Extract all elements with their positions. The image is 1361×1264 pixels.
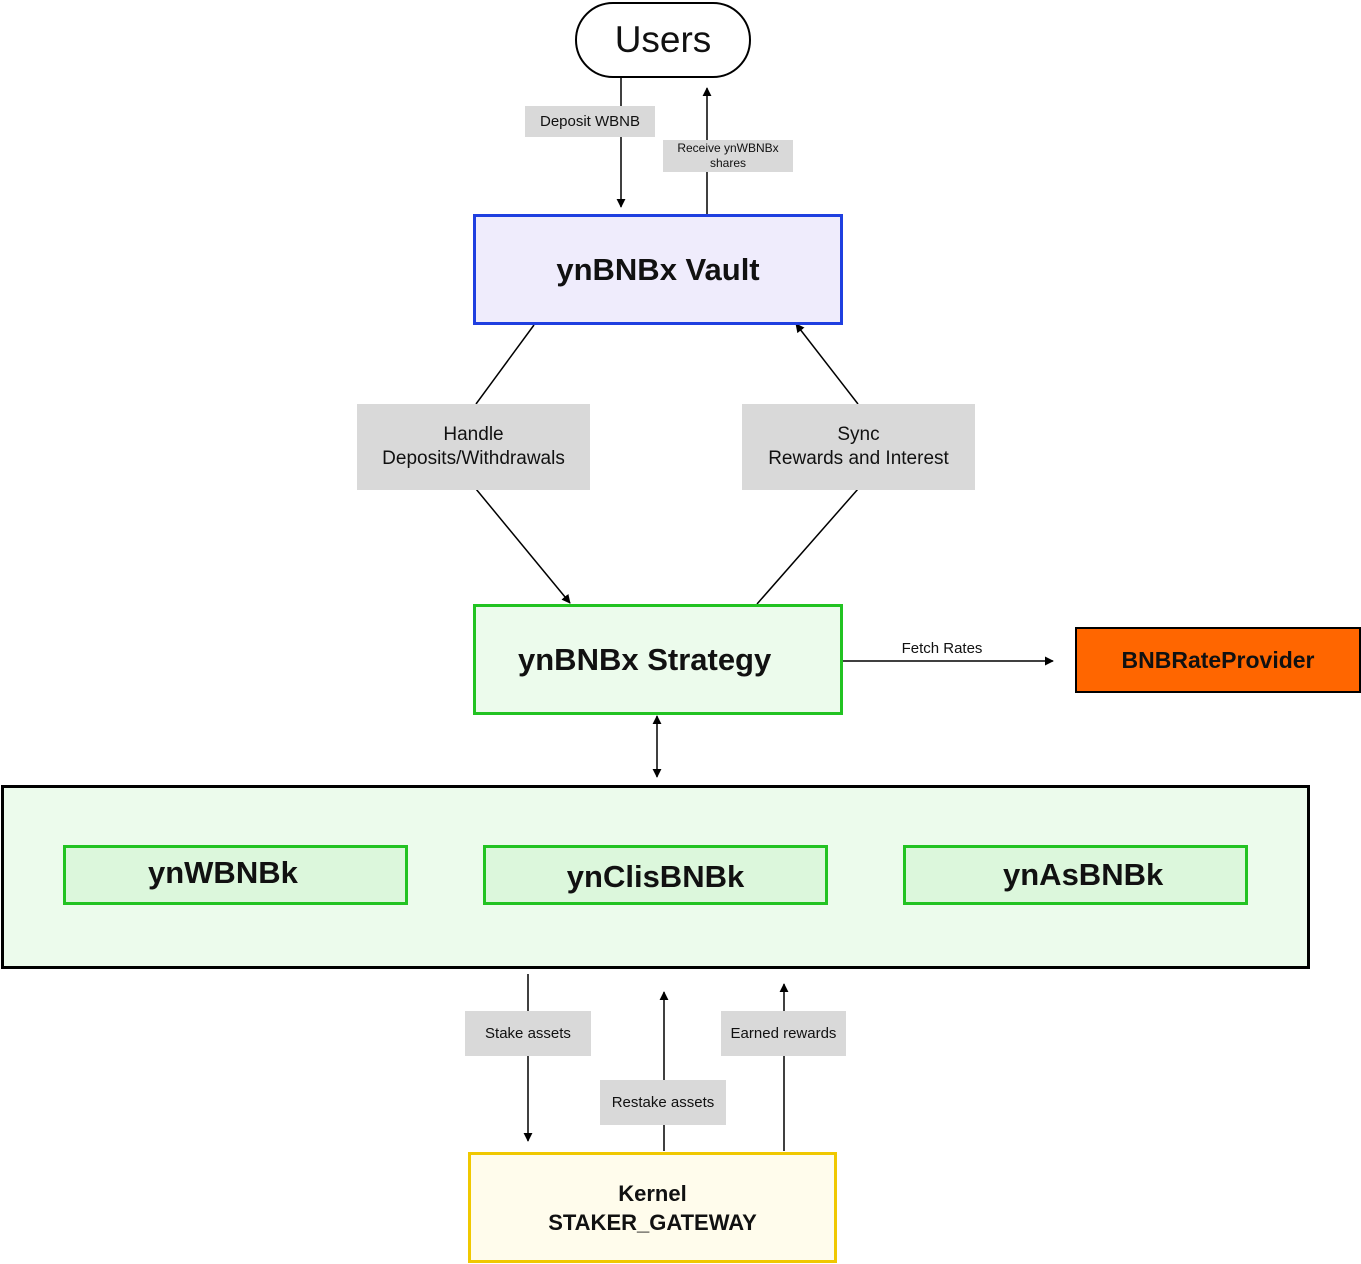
stake-assets-label: Stake assets xyxy=(465,1011,591,1056)
rate-provider-node: BNBRateProvider xyxy=(1075,627,1361,693)
sync-arrow-upper xyxy=(795,323,859,405)
fetch-rates-label: Fetch Rates xyxy=(880,640,1004,657)
ynasbnbk-node: ynAsBNBk xyxy=(903,845,1248,905)
kernel-staker-gateway-node: Kernel STAKER_GATEWAY xyxy=(468,1152,837,1263)
sync-line-lower xyxy=(756,488,859,605)
rate-provider-label: BNBRateProvider xyxy=(1121,646,1315,673)
deposit-wbnb-label: Deposit WBNB xyxy=(525,106,655,137)
handle-deposits-label: Handle Deposits/Withdrawals xyxy=(357,404,590,490)
users-label: Users xyxy=(614,19,712,60)
ynclisbnbk-node: ynClisBNBk xyxy=(483,845,828,905)
vault-label: ynBNBx Vault xyxy=(556,251,760,287)
ynwbnbk-node: ynWBNBk xyxy=(63,845,408,905)
staker-gateway-label: STAKER_GATEWAY xyxy=(548,1209,757,1235)
earned-rewards-label: Earned rewards xyxy=(721,1011,846,1056)
receive-shares-label: Receive ynWBNBx shares xyxy=(663,140,793,172)
sync-rewards-label: Sync Rewards and Interest xyxy=(742,404,975,490)
vault-node: ynBNBx Vault xyxy=(473,214,843,325)
restake-assets-label: Restake assets xyxy=(600,1080,726,1125)
ynwbnbk-label: ynWBNBk xyxy=(148,855,298,890)
strategy-label: ynBNBx Strategy xyxy=(518,641,772,677)
ynasbnbk-label: ynAsBNBk xyxy=(1003,857,1164,892)
handle-arrow-lower xyxy=(475,488,571,604)
handle-line-upper xyxy=(475,324,535,405)
strategy-node: ynBNBx Strategy xyxy=(473,604,843,715)
users-node: Users xyxy=(575,2,751,78)
ynclisbnbk-label: ynClisBNBk xyxy=(566,859,745,894)
kernel-label: Kernel xyxy=(618,1180,687,1206)
